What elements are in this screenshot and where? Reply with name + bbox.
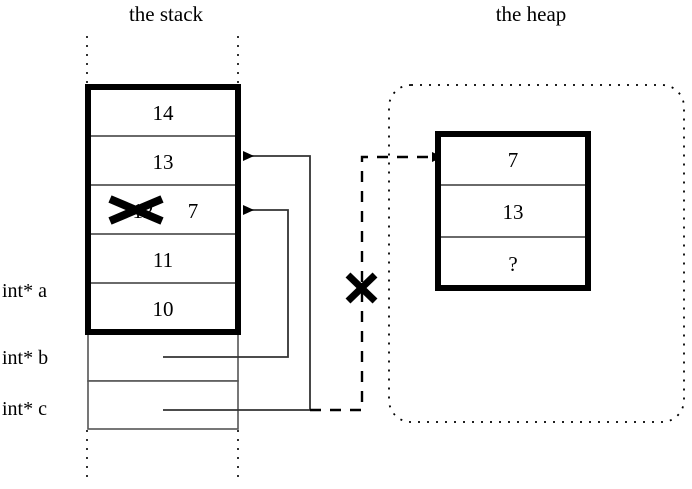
heap-cell-value-0: 7: [507, 148, 519, 172]
heap-block: [435, 131, 591, 291]
stack-pointer-cells: [87, 332, 239, 430]
pointer-arrow-c-dangling: [310, 152, 443, 412]
pointer-arrow-a: [163, 151, 311, 411]
heap-cell-value-2: ?: [508, 252, 518, 276]
stack-cell-value-2-struck: 12: [132, 199, 154, 223]
stack-active-frame: [85, 84, 241, 335]
pointer-arrow-b: [163, 205, 289, 358]
stack-cell-value-0: 14: [152, 101, 174, 125]
stack-title: the stack: [128, 2, 204, 26]
stack-cell-value-3: 11: [152, 248, 174, 272]
stack-cell-value-2-replacement: 7: [187, 199, 199, 223]
heap-title: the heap: [495, 2, 567, 26]
heap-cell-value-1: 13: [502, 200, 524, 224]
stack-extent-guides: [86, 36, 239, 484]
heap-region-outline: [388, 84, 685, 423]
stack-var-label-a: int* a: [2, 280, 47, 302]
stack-var-label-b: int* b: [2, 347, 49, 369]
stack-var-label-c: int* c: [2, 398, 47, 420]
stack-cell-value-1: 13: [152, 150, 174, 174]
invalid-pointer-x-icon: [345, 272, 378, 304]
struck-value-x-icon: [108, 195, 164, 225]
stack-cell-value-4: 10: [152, 297, 174, 321]
